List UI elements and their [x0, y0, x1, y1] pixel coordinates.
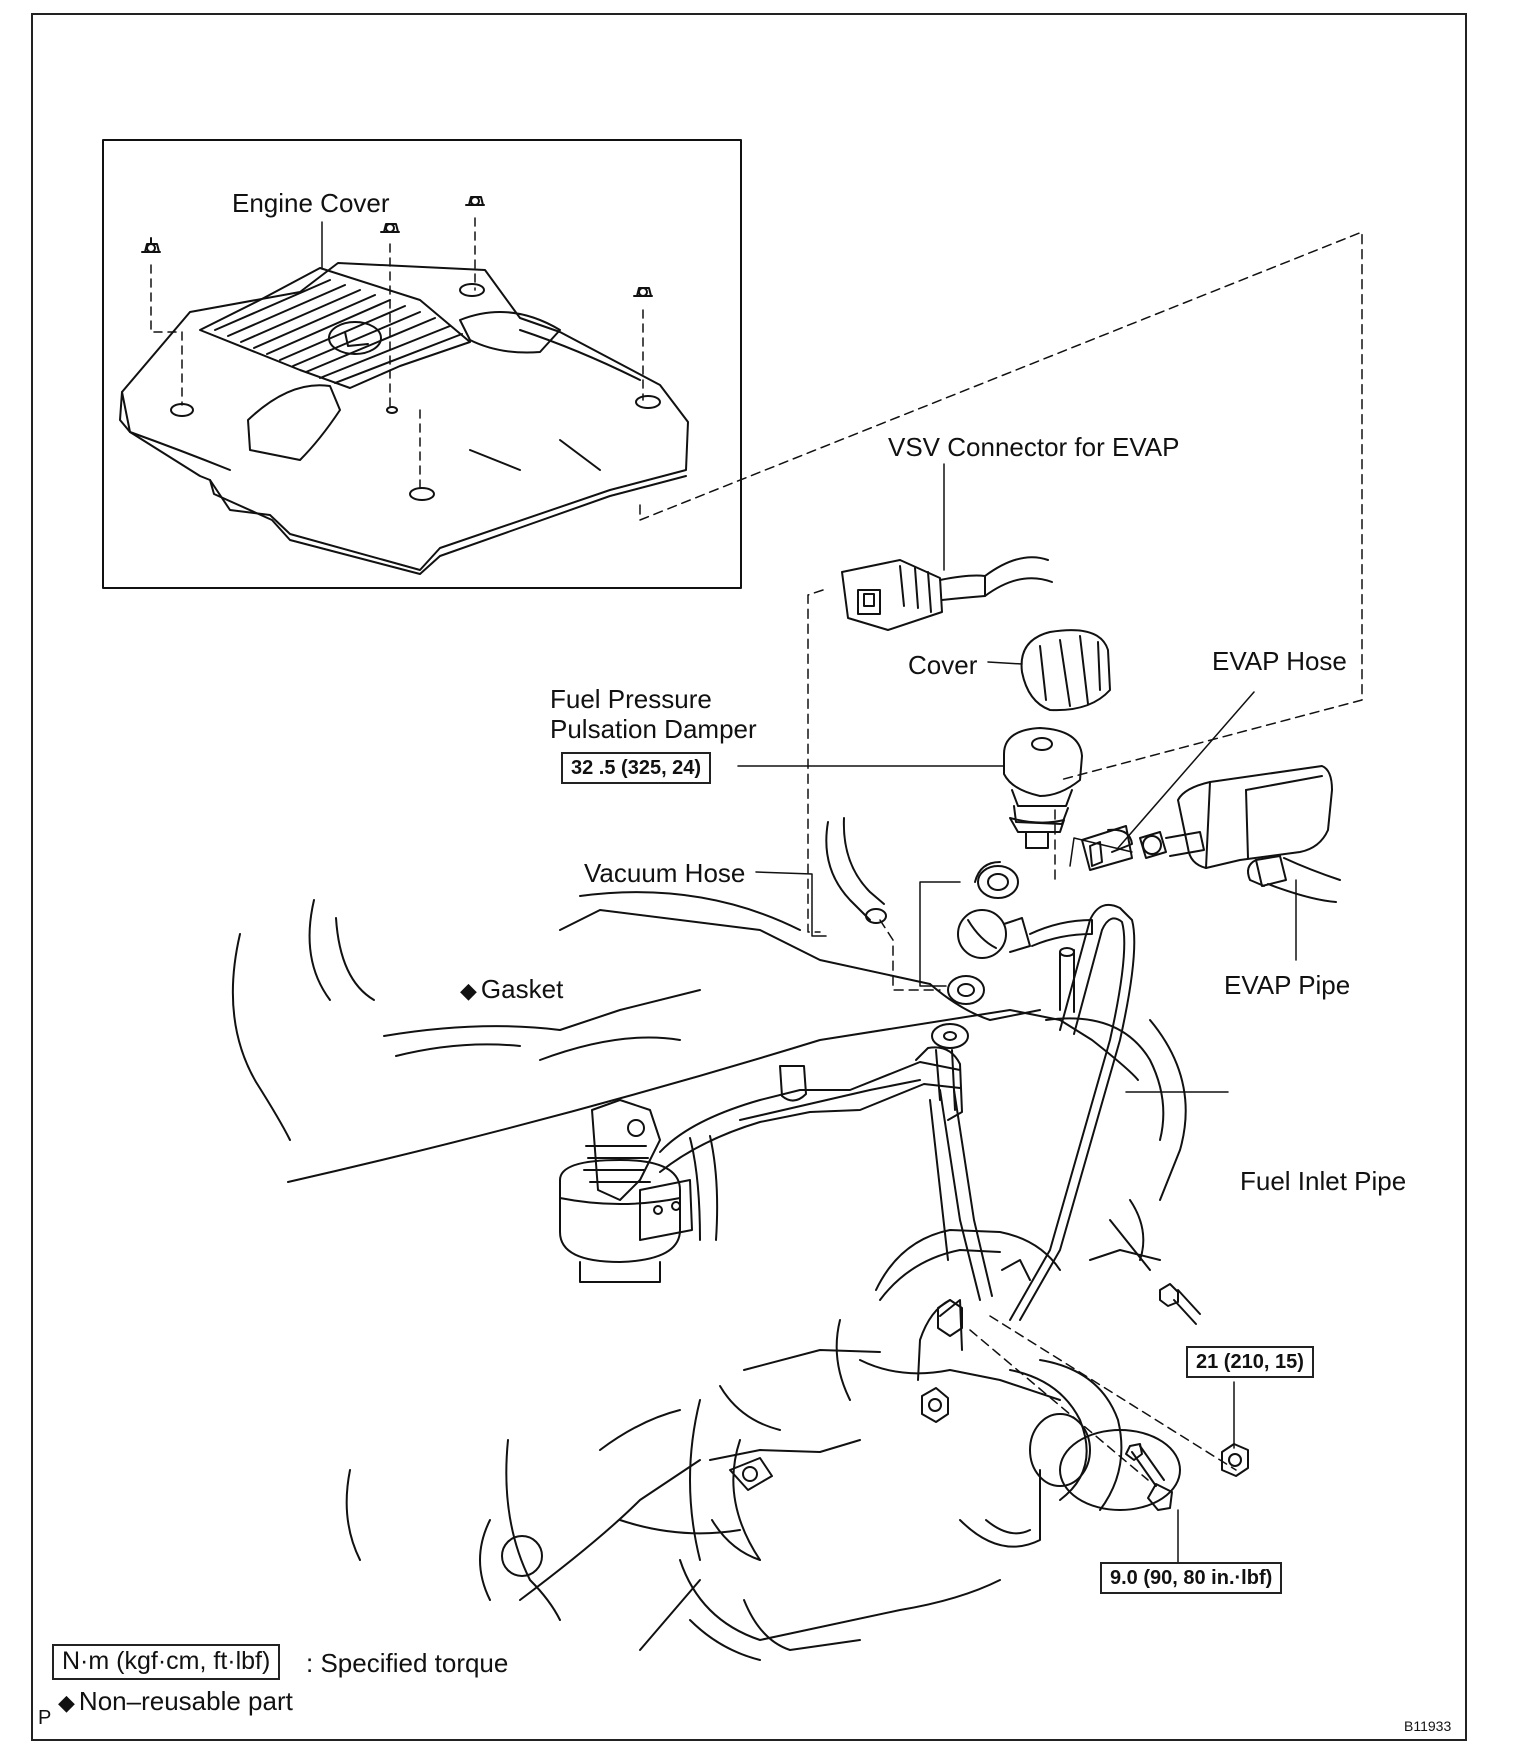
nonreusable-legend-text: Non–reusable part — [78, 1686, 293, 1716]
evap-hose-pipe-drawing — [1069, 765, 1341, 903]
nonreusable-legend: ◆Non–reusable part — [58, 1688, 293, 1714]
alignment-lines — [639, 231, 1363, 1481]
engine-cover-label: Engine Cover — [232, 188, 390, 218]
vsv-connector-drawing — [841, 463, 1053, 631]
evap-pipe-label: EVAP Pipe — [1224, 970, 1351, 1000]
nonreusable-legend-diamond-icon: ◆ — [58, 1690, 75, 1715]
leader-lines — [1125, 1091, 1235, 1577]
damper-cover-drawing — [987, 629, 1111, 712]
torque-unit-box: N·m (kgf·cm, ft·lbf) — [52, 1644, 281, 1680]
fuel-pressure-label-line1: Fuel Pressure — [550, 684, 712, 714]
vacuum-hose-label: Vacuum Hose — [584, 858, 746, 888]
pulsation-damper-drawing — [737, 727, 1083, 849]
cover-label: Cover — [908, 650, 978, 680]
engine-cover-drawing — [119, 262, 689, 575]
evap-hose-label: EVAP Hose — [1212, 646, 1347, 676]
inset-panel — [102, 139, 742, 589]
torque-unit-description: : Specified torque — [306, 1648, 509, 1678]
engine-body-drawing — [231, 891, 1249, 1661]
fuel-inlet-pipe-label: Fuel Inlet Pipe — [1240, 1166, 1407, 1196]
gasket-label: ◆Gasket — [460, 976, 563, 1002]
fuel-pressure-label-line2: Pulsation Damper — [550, 714, 757, 744]
vacuum-hose-drawing — [755, 817, 887, 937]
cover-nuts — [141, 196, 653, 297]
damper-torque-spec: 32 .5 (325, 24) — [561, 752, 712, 784]
nut-torque-spec: 21 (210, 15) — [1186, 1346, 1314, 1378]
corner-mark-p: P — [38, 1707, 52, 1729]
page-frame — [31, 13, 1467, 1741]
vsv-connector-label: VSV Connector for EVAP — [888, 432, 1180, 462]
union-and-gaskets — [919, 861, 1093, 1049]
gasket-text: Gasket — [480, 974, 564, 1004]
bolt-torque-spec: 9.0 (90, 80 in.·lbf) — [1100, 1562, 1283, 1594]
figure-id: B11933 — [1404, 1718, 1452, 1734]
nonreusable-diamond-icon: ◆ — [460, 978, 477, 1003]
